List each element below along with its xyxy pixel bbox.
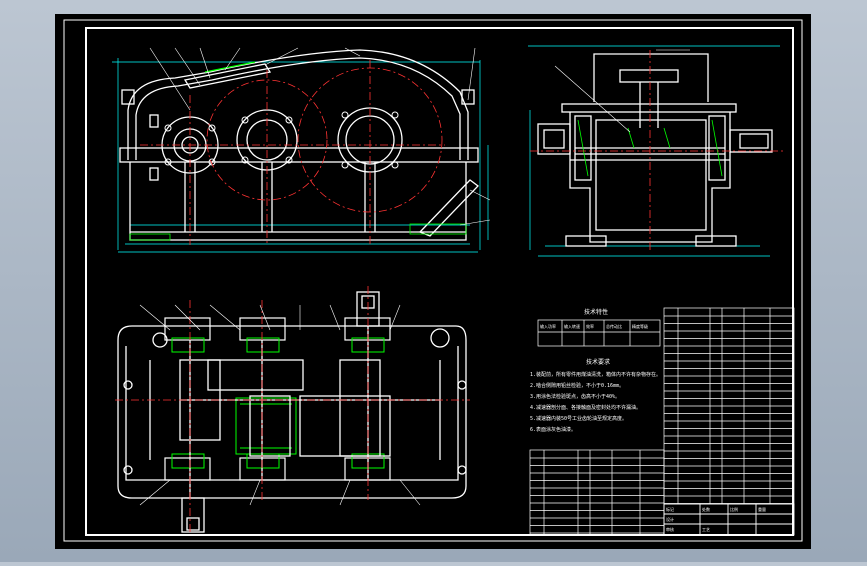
title-block-label: 设计 xyxy=(666,516,674,522)
tech-table: 技术特性 输入功率 输入转速效率 总传动比 精度等级 xyxy=(537,308,661,347)
technical-requirements: 技术要求 1.装配前，所有零件用煤油清洗，箱体内不许有杂物存在。 2.啮合侧隙用铅… xyxy=(530,358,661,433)
front-dimensions xyxy=(112,58,489,253)
tech-table-header: 总传动比 xyxy=(606,323,622,329)
front-view xyxy=(112,47,491,253)
parts-list-lower xyxy=(529,449,665,536)
side-view xyxy=(528,45,785,257)
title-block-label: 审核 xyxy=(666,526,674,532)
title-block-label: 标记 xyxy=(666,506,674,512)
sheet-outer-border xyxy=(63,19,803,542)
requirement-line: 1.装配前，所有零件用煤油清洗，箱体内不许有杂物存在。 xyxy=(530,371,661,378)
requirements-title: 技术要求 xyxy=(586,358,610,366)
tech-table-title: 技术特性 xyxy=(584,308,608,316)
drawing-canvas[interactable] xyxy=(55,14,811,549)
parts-list xyxy=(663,307,795,505)
sheet-inner-border xyxy=(85,27,794,536)
requirement-line: 4.减速器剖分面、各接触面及密封处均不许漏油。 xyxy=(530,404,641,411)
tech-table-header: 精度等级 xyxy=(632,323,648,329)
top-section-view xyxy=(115,286,470,535)
requirement-line: 2.啮合侧隙用铅丝检验，不小于0.16mm。 xyxy=(530,382,624,389)
title-block-label: 工艺 xyxy=(702,527,710,532)
tech-table-header: 效率 xyxy=(586,323,594,329)
tech-table-header: 输入功率 xyxy=(540,323,556,329)
tech-table-header: 输入转速 xyxy=(564,323,580,329)
title-block-label: 处数 xyxy=(702,506,710,512)
requirement-line: 6.表面涂灰色油漆。 xyxy=(530,426,576,433)
title-block-label: 重量 xyxy=(758,506,766,512)
requirement-line: 5.减速器内装50号工业齿轮油至规定高度。 xyxy=(530,415,627,422)
title-block-label: 比例 xyxy=(730,506,738,512)
requirement-line: 3.用涂色法检验斑点，齿高不小于40%。 xyxy=(530,393,620,400)
